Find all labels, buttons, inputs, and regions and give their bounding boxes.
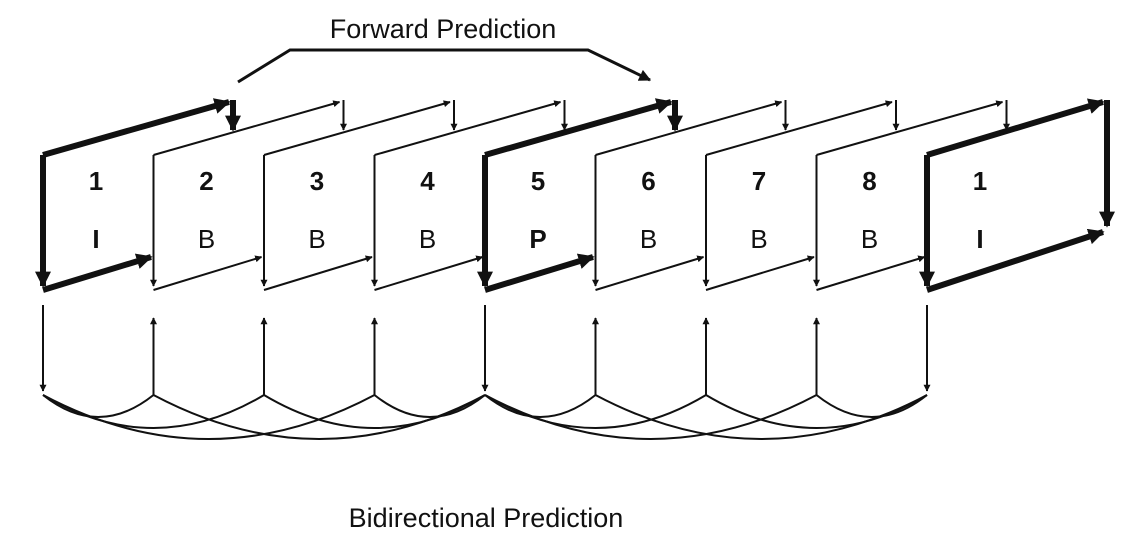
frame-type: B: [419, 224, 436, 254]
frame-number: 6: [641, 166, 655, 196]
frame-type: B: [640, 224, 657, 254]
bidirectional-arc: [484, 394, 817, 440]
frame-4: 4B: [371, 100, 568, 291]
frame-number: 7: [752, 166, 766, 196]
frame-number: 4: [420, 166, 435, 196]
frame-type: P: [529, 224, 546, 254]
frame-top-edge: [595, 100, 783, 156]
bidirectional-arc: [42, 394, 375, 440]
bidirectional-arc: [815, 394, 928, 418]
forward-prediction-label: Forward Prediction: [330, 14, 557, 44]
frame-5: 5P: [477, 98, 683, 293]
frame-number: 8: [862, 166, 876, 196]
bidirectional-arcs: [39, 305, 931, 440]
frame-top-edge: [816, 100, 1004, 156]
frame-top-edge: [705, 100, 893, 156]
frame-2: 2B: [150, 100, 347, 291]
bidirectional-arc: [263, 394, 486, 429]
frame-bottom-edge: [263, 255, 373, 291]
forward-prediction-arrow: [237, 48, 652, 84]
frame-type: I: [92, 224, 99, 254]
frame-bottom-edge: [595, 255, 705, 291]
frame-type: I: [976, 224, 983, 254]
frame-1: 1I: [35, 98, 241, 293]
bidirectional-arc: [42, 394, 155, 418]
frame-bottom-edge: [816, 255, 926, 291]
frame-top-edge: [263, 100, 451, 156]
frame-top-edge: [153, 100, 341, 156]
frame-number: 5: [531, 166, 545, 196]
frame-9: 1I: [919, 98, 1115, 293]
frame-bottom-edge: [705, 255, 815, 291]
frame-number: 3: [310, 166, 324, 196]
bidirectional-arc: [484, 394, 597, 418]
frame-3: 3B: [260, 100, 458, 291]
frame-top-edge: [484, 98, 673, 158]
frame-type: B: [861, 224, 878, 254]
frame-number: 1: [89, 166, 103, 196]
frame-bottom-edge: [42, 253, 153, 293]
bidirectional-arc: [705, 394, 928, 429]
frame-number: 2: [199, 166, 213, 196]
frame-bottom-edge: [374, 255, 484, 291]
frame-type: B: [750, 224, 767, 254]
frame-7: 7B: [702, 100, 900, 291]
frame-bottom-edge: [926, 228, 1105, 293]
frame-bottom-edge: [484, 253, 595, 293]
frame-bottom-edge: [153, 255, 263, 291]
frame-top-edge: [42, 98, 231, 158]
bidirectional-prediction-label: Bidirectional Prediction: [349, 503, 624, 533]
bidirectional-arc: [373, 394, 486, 418]
frame-number: 1: [973, 166, 987, 196]
frame-type: B: [198, 224, 215, 254]
frame-type: B: [308, 224, 325, 254]
frame-top-edge: [374, 100, 562, 156]
frame-8: 8B: [813, 100, 1010, 291]
frame-top-edge: [926, 98, 1105, 158]
frame-6: 6B: [592, 100, 789, 291]
